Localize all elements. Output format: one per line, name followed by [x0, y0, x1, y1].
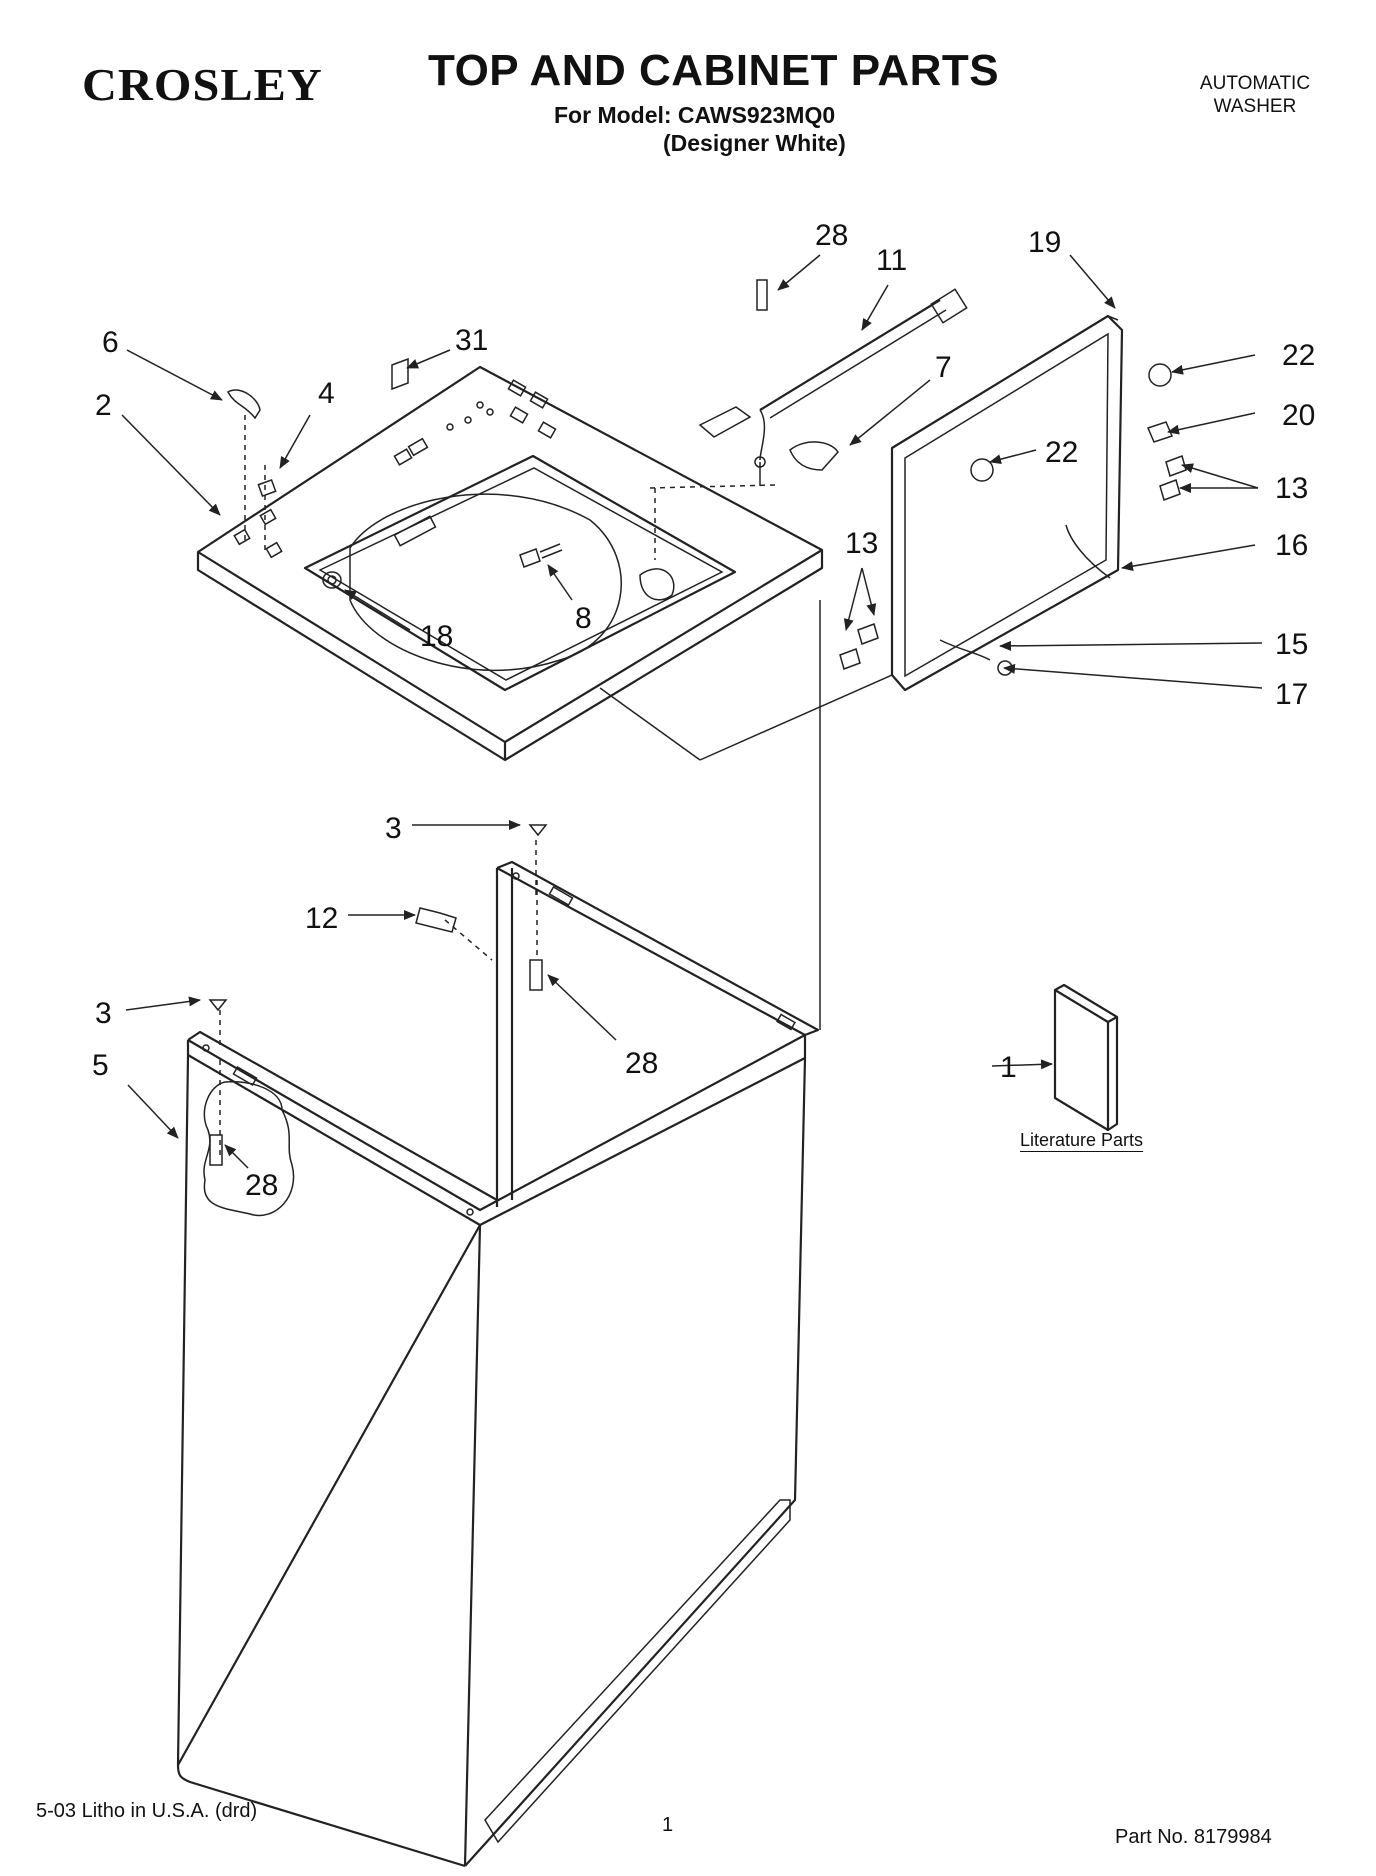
callout-18: 18 — [420, 620, 453, 653]
color-line: (Designer White) — [663, 130, 846, 156]
console-frame — [890, 314, 1124, 692]
model-line: For Model: CAWS923MQ0 — [554, 102, 836, 128]
page-number: 1 — [662, 1814, 674, 1836]
callout-6: 6 — [102, 326, 119, 359]
callout-2: 2 — [95, 389, 112, 422]
brand-logo: CROSLEY — [82, 59, 323, 110]
callout-7: 7 — [935, 351, 952, 384]
callout-labels: 1 2 3 3 4 5 6 7 8 11 12 13 13 16 15 17 1… — [92, 219, 1315, 1202]
callout-13b: 13 — [845, 527, 878, 560]
callout-28c: 28 — [245, 1169, 278, 1202]
appliance-type-line-2: WASHER — [1213, 96, 1297, 117]
wire-harness — [698, 288, 968, 468]
callout-20: 20 — [1282, 399, 1315, 432]
top-panel — [196, 365, 824, 762]
callout-15: 15 — [1275, 628, 1308, 661]
callout-22b: 22 — [1045, 436, 1078, 469]
appliance-type-line-1: AUTOMATIC — [1199, 73, 1311, 94]
callout-12: 12 — [305, 902, 338, 935]
callout-13a: 13 — [1275, 472, 1308, 505]
callout-3a: 3 — [385, 812, 402, 845]
callout-8: 8 — [575, 602, 592, 635]
callout-16: 16 — [1275, 529, 1308, 562]
callout-31: 31 — [455, 324, 488, 357]
callout-11: 11 — [876, 244, 907, 277]
literature-book — [1053, 983, 1119, 1132]
cabinet — [176, 860, 820, 1868]
leader-lines — [121, 254, 1263, 1169]
callout-3b: 3 — [95, 997, 112, 1030]
callout-5: 5 — [92, 1049, 109, 1082]
callout-1: 1 — [1000, 1051, 1017, 1084]
callout-28a: 28 — [815, 219, 848, 252]
literature-parts-label: Literature Parts — [1020, 1130, 1144, 1150]
print-info: 5-03 Litho in U.S.A. (drd) — [36, 1800, 258, 1822]
callout-4: 4 — [318, 377, 335, 410]
hardware — [208, 279, 1187, 1166]
part-number: Part No. 8179984 — [1115, 1826, 1272, 1848]
callout-22a: 22 — [1282, 339, 1315, 372]
alignment-lines — [219, 415, 893, 1160]
callout-19: 19 — [1028, 226, 1061, 259]
callout-17: 17 — [1275, 678, 1308, 711]
page-title: TOP AND CABINET PARTS — [428, 46, 1000, 95]
callout-28b: 28 — [625, 1047, 658, 1080]
appliance-type: AUTOMATIC WASHER — [1190, 72, 1320, 118]
